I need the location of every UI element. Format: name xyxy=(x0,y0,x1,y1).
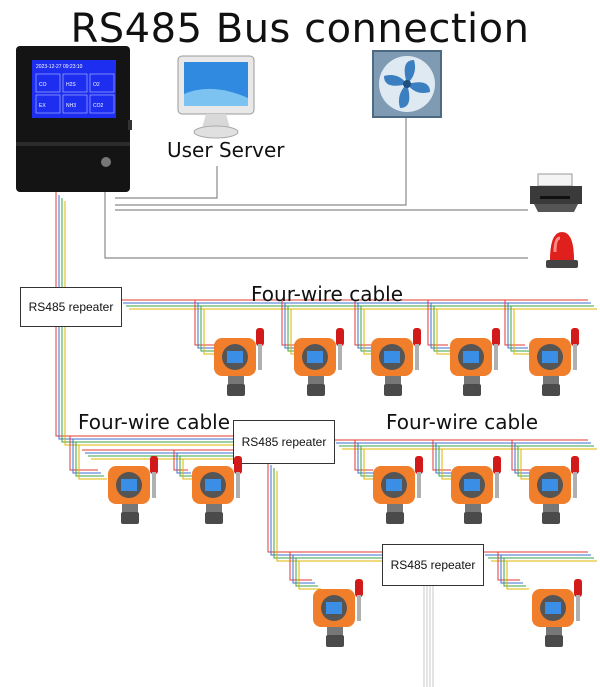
gas-detector-icon xyxy=(294,328,344,396)
screen-cell-label: EX xyxy=(39,103,46,109)
lower-wire xyxy=(273,468,388,559)
drop-wire xyxy=(194,300,215,346)
screen-cell xyxy=(35,73,61,93)
drop-wire xyxy=(78,445,107,480)
trunk-wire xyxy=(55,192,233,437)
cable-label-left: Four-wire cable xyxy=(78,410,231,434)
drop-wire xyxy=(176,453,191,474)
gas-detector-icon xyxy=(108,456,158,524)
drop-wire xyxy=(507,303,528,349)
user-server-label: User Server xyxy=(167,138,285,162)
trunk-wire xyxy=(61,198,239,443)
lower-wire xyxy=(276,471,391,562)
repeater-label: RS485 repeater xyxy=(28,300,114,314)
drop-wire xyxy=(354,300,375,346)
gas-detector-icon xyxy=(450,328,500,396)
screen-cell-label: CO xyxy=(39,82,47,88)
drop-wire xyxy=(500,555,523,584)
gas-detector-icon xyxy=(451,456,501,524)
drop-wire xyxy=(354,440,373,471)
peripheral-wires xyxy=(104,118,528,259)
repeater-box-3: RS485 repeater xyxy=(382,544,484,586)
gas-detector-icon xyxy=(214,328,264,396)
drop-wire xyxy=(75,442,104,477)
drop-wire xyxy=(289,552,312,581)
screen-cell xyxy=(62,73,88,93)
gas-detector-icon xyxy=(529,456,579,524)
lower-wire xyxy=(267,462,382,553)
drop-wire xyxy=(511,440,530,471)
drop-wire xyxy=(197,303,218,349)
gas-detector-icon xyxy=(313,579,363,647)
cable-label-right: Four-wire cable xyxy=(386,410,539,434)
lower-wire xyxy=(270,465,385,556)
printer-icon xyxy=(530,173,582,212)
drop-wire xyxy=(514,443,533,474)
drop-wire xyxy=(432,440,451,471)
screen-cell xyxy=(89,73,115,93)
screen-cell-label: H2S xyxy=(66,82,76,88)
gas-detector-icon xyxy=(532,579,582,647)
drop-wire xyxy=(435,443,454,474)
drop-wire xyxy=(513,309,534,355)
alarm-light-icon xyxy=(546,232,578,268)
drop-wire xyxy=(503,558,526,587)
gas-detector-icon xyxy=(192,456,242,524)
controller-screen-header: 2023-12-27 09:23:10 xyxy=(36,64,83,70)
repeater-label: RS485 repeater xyxy=(390,558,476,572)
fan-icon xyxy=(372,50,442,118)
screen-cell-label: NH3 xyxy=(66,103,76,109)
drop-wire xyxy=(433,306,454,352)
cable-label-top: Four-wire cable xyxy=(251,282,404,306)
computer-monitor-icon xyxy=(177,55,255,139)
drop-wire xyxy=(179,456,194,477)
trunk-wire xyxy=(58,195,236,440)
drop-wire xyxy=(510,306,531,352)
gas-detector-icon xyxy=(529,328,579,396)
gas-detector-icon xyxy=(373,456,423,524)
drop-wire xyxy=(504,300,525,346)
drop-wire xyxy=(295,558,318,587)
trunk-wire xyxy=(64,201,242,446)
drop-wire xyxy=(357,443,376,474)
drop-wire xyxy=(427,300,448,346)
drop-wire xyxy=(430,303,451,349)
gas-detector-icon xyxy=(371,328,421,396)
drop-wire xyxy=(298,561,321,590)
screen-cell-label: CO2 xyxy=(93,103,104,109)
screen-cell xyxy=(35,94,61,114)
repeater-label: RS485 repeater xyxy=(241,435,327,449)
drop-wire xyxy=(506,561,529,590)
screen-cell-label: O2 xyxy=(93,82,100,88)
drop-wire xyxy=(72,439,101,474)
drop-wire xyxy=(292,555,315,584)
drop-wire xyxy=(497,552,520,581)
screen-cell xyxy=(89,94,115,114)
repeater-box-1: RS485 repeater xyxy=(20,287,122,327)
drop-wire xyxy=(69,436,98,471)
screen-cell xyxy=(62,94,88,114)
page-title: RS485 Bus connection xyxy=(70,6,530,52)
repeater-box-2: RS485 repeater xyxy=(233,420,335,464)
